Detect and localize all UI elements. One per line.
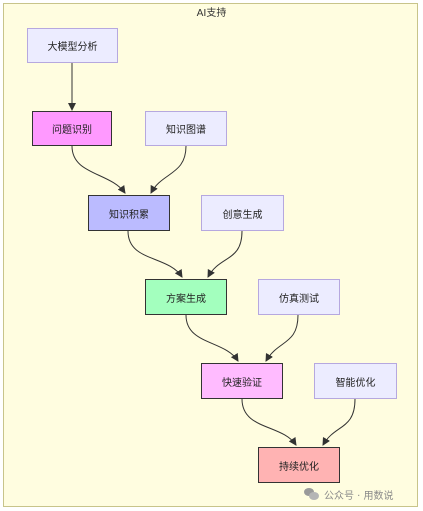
- edge-verification-to-continuous: [241, 398, 297, 446]
- node-creative-generation: 创意生成: [201, 195, 284, 231]
- node-intelligent-optimization: 智能优化: [314, 363, 397, 399]
- node-knowledge-accumulation: 知识积累: [88, 195, 170, 231]
- edge-solution-to-verification: [185, 314, 239, 362]
- edge-graph-to-accumulation: [150, 145, 187, 194]
- node-problem-identification: 问题识别: [32, 111, 112, 146]
- edge-simulation-to-verification: [265, 314, 299, 362]
- edge-problem-to-accumulation: [71, 145, 126, 194]
- wechat-icon: [304, 488, 320, 500]
- watermark: 公众号 · 用数说: [304, 487, 394, 502]
- frame-title: AI支持: [196, 8, 227, 19]
- node-simulation-testing: 仿真测试: [258, 279, 340, 315]
- node-knowledge-graph: 知识图谱: [145, 111, 227, 146]
- node-continuous-optimization: 持续优化: [258, 447, 340, 483]
- node-solution-generation: 方案生成: [145, 279, 227, 315]
- edge-intelligent-to-continuous: [322, 398, 356, 446]
- edge-creative-to-solution: [207, 230, 243, 278]
- edge-accumulation-to-solution: [127, 230, 183, 278]
- watermark-text: 公众号 · 用数说: [324, 490, 394, 502]
- node-rapid-verification: 快速验证: [201, 363, 283, 399]
- node-big-model-analysis: 大模型分析: [27, 28, 118, 63]
